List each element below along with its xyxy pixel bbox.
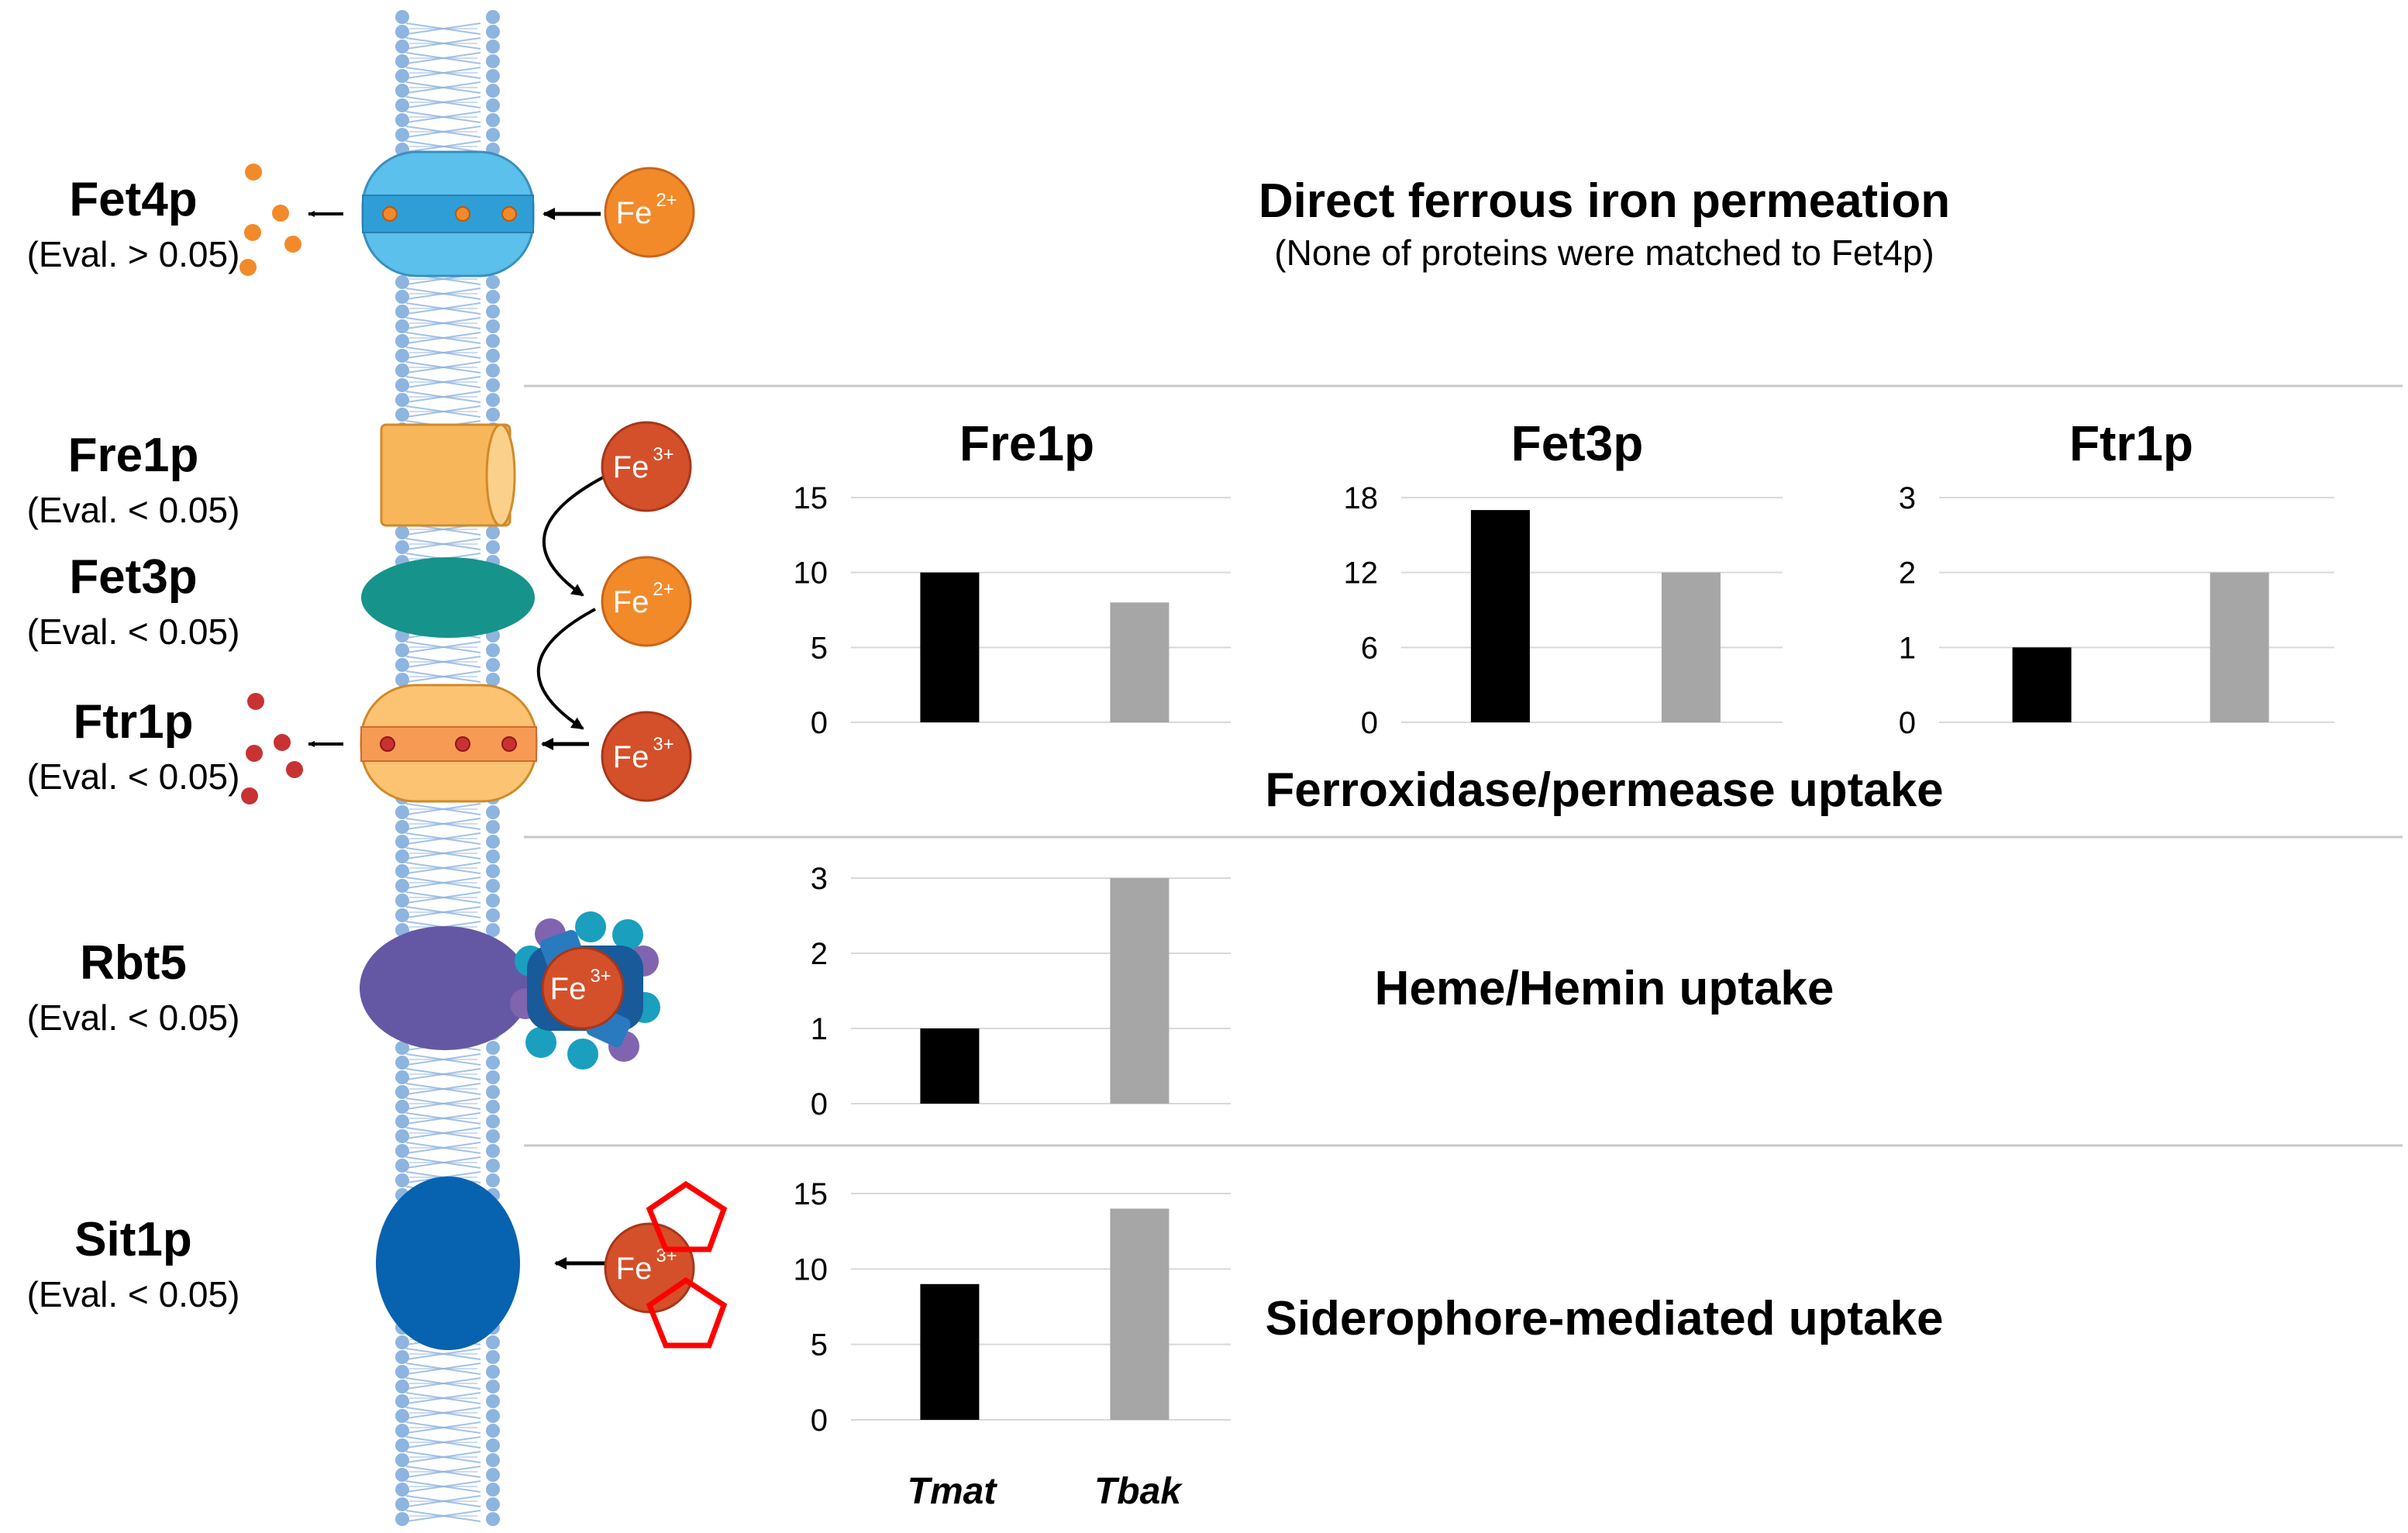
y-tick-label: 1 bbox=[811, 1012, 828, 1046]
y-tick-label: 15 bbox=[794, 1177, 829, 1211]
protein-name-ftr1p: Ftr1p bbox=[74, 695, 194, 749]
protein-name-fet3p: Fet3p bbox=[69, 550, 197, 604]
protein-eval-fre1p: (Eval. < 0.05) bbox=[27, 490, 240, 530]
bar-charts: Fre1p051015Fet3p061218Ftr1p0123012305101… bbox=[794, 415, 2334, 1438]
fe2-label: Fe bbox=[616, 196, 653, 230]
section-title-siderophore: Siderophore-mediated uptake bbox=[1265, 1292, 1943, 1345]
siderophore-pentagon-icon bbox=[646, 1180, 728, 1252]
y-tick-label: 0 bbox=[1361, 706, 1378, 740]
y-tick-label: 10 bbox=[794, 556, 829, 591]
chart-title: Ftr1p bbox=[2069, 415, 2193, 471]
protein-eval-rbt5: (Eval. < 0.05) bbox=[27, 997, 240, 1038]
protein-eval-fet3p: (Eval. < 0.05) bbox=[27, 611, 240, 652]
fe3-label: Fe bbox=[616, 1252, 653, 1286]
bar-chart-2: Fet3p 0 6 12 18 bbox=[1344, 415, 1783, 740]
y-tick-label: 10 bbox=[794, 1252, 829, 1287]
fe2-ion-icon-middle: Fe 2+ bbox=[601, 556, 692, 647]
bar-tmat bbox=[920, 1028, 980, 1104]
fe3-label: Fe bbox=[613, 450, 649, 484]
y-tick-label: 2 bbox=[811, 937, 828, 971]
fe3-superscript: 3+ bbox=[653, 734, 673, 755]
y-tick-label: 1 bbox=[1899, 631, 1916, 665]
bar-chart-1: Fre1p 0 5 10 15 bbox=[794, 415, 1231, 740]
fe2-ion-icon: Fe 2+ bbox=[604, 167, 695, 258]
fe3-ion-icon-bottom: Fe 3+ bbox=[601, 711, 692, 802]
y-tick-label: 5 bbox=[811, 1328, 828, 1362]
y-tick-label: 0 bbox=[811, 1087, 828, 1121]
curve-arrow-fe3-to-fe2-icon bbox=[542, 476, 604, 597]
fe2-label: Fe bbox=[613, 585, 649, 619]
fe2-superscript: 2+ bbox=[653, 579, 673, 600]
fe3-ion-icon-top: Fe 3+ bbox=[601, 421, 692, 512]
bar-tbak bbox=[1661, 572, 1721, 722]
bar-chart-5: 0 5 10 15 bbox=[794, 1177, 1231, 1438]
protein-name-rbt5: Rbt5 bbox=[80, 936, 187, 990]
bar-tbak bbox=[2210, 572, 2269, 722]
y-tick-label: 5 bbox=[811, 631, 828, 665]
fet4p-channel-icon bbox=[361, 150, 535, 277]
protein-eval-ftr1p: (Eval. < 0.05) bbox=[27, 756, 240, 797]
y-tick-label: 18 bbox=[1344, 481, 1379, 515]
bar-tmat bbox=[920, 1283, 980, 1420]
y-tick-label: 2 bbox=[1899, 556, 1916, 591]
curve-arrow-fe2-to-fe3-icon bbox=[537, 608, 596, 730]
protein-eval-fet4p: (Eval. > 0.05) bbox=[27, 234, 240, 274]
section-title-heme: Heme/Hemin uptake bbox=[1375, 962, 1834, 1015]
protein-name-sit1p: Sit1p bbox=[74, 1213, 192, 1266]
x-category-label-tmat: Tmat bbox=[908, 1471, 998, 1512]
fre1p-reductase-icon bbox=[380, 423, 516, 527]
section-subtitle-direct: (None of proteins were matched to Fet4p) bbox=[1274, 233, 1934, 273]
fe3-label: Fe bbox=[550, 972, 587, 1006]
bar-tbak bbox=[1110, 878, 1170, 1104]
ferric-particles-icon bbox=[241, 693, 303, 804]
fe3-label: Fe bbox=[613, 740, 649, 774]
siderophore-pentagon-icon bbox=[646, 1276, 728, 1349]
fe2-superscript: 2+ bbox=[656, 190, 677, 211]
ferrous-particles-icon bbox=[239, 164, 301, 276]
bar-chart-4: 0 1 2 3 bbox=[811, 862, 1231, 1121]
ftr1p-permease-icon bbox=[360, 684, 538, 803]
sit1p-transporter-icon bbox=[376, 1176, 520, 1350]
section-title-ferroxidase: Ferroxidase/permease uptake bbox=[1265, 763, 1943, 817]
y-tick-label: 0 bbox=[811, 1404, 828, 1438]
fe3-superscript: 3+ bbox=[653, 444, 673, 465]
bar-tmat bbox=[2012, 647, 2072, 722]
x-category-label-tbak: Tbak bbox=[1094, 1471, 1183, 1512]
bar-tmat bbox=[920, 572, 980, 722]
protein-name-fet4p: Fet4p bbox=[69, 173, 197, 226]
fe3-superscript: 3+ bbox=[590, 966, 611, 987]
y-tick-label: 0 bbox=[811, 706, 828, 740]
bar-chart-3: Ftr1p 0 1 2 3 bbox=[1899, 415, 2334, 740]
protein-eval-sit1p: (Eval. < 0.05) bbox=[27, 1274, 240, 1314]
bar-tmat bbox=[1470, 510, 1530, 722]
y-tick-label: 15 bbox=[794, 481, 829, 515]
section-title-direct: Direct ferrous iron permeation bbox=[1259, 174, 1950, 228]
bar-tbak bbox=[1110, 602, 1170, 722]
y-tick-label: 0 bbox=[1899, 706, 1916, 740]
protein-name-fre1p: Fre1p bbox=[68, 429, 199, 482]
protein-labels: Fet4p (Eval. > 0.05) Fre1p (Eval. < 0.05… bbox=[27, 173, 240, 1314]
chart-title: Fre1p bbox=[959, 415, 1094, 471]
heme-complex-icon: Fe 3+ bbox=[510, 911, 660, 1070]
y-tick-label: 3 bbox=[811, 862, 828, 896]
chart-title: Fet3p bbox=[1511, 415, 1644, 471]
bar-tbak bbox=[1110, 1208, 1170, 1420]
siderophore-ferric-complex-icon: Fe 3+ bbox=[604, 1180, 728, 1349]
rbt5-receptor-icon bbox=[360, 926, 530, 1050]
y-tick-label: 12 bbox=[1344, 556, 1379, 591]
y-tick-label: 3 bbox=[1899, 481, 1916, 515]
fet3p-ferroxidase-icon bbox=[361, 557, 535, 638]
y-tick-label: 6 bbox=[1361, 631, 1378, 665]
